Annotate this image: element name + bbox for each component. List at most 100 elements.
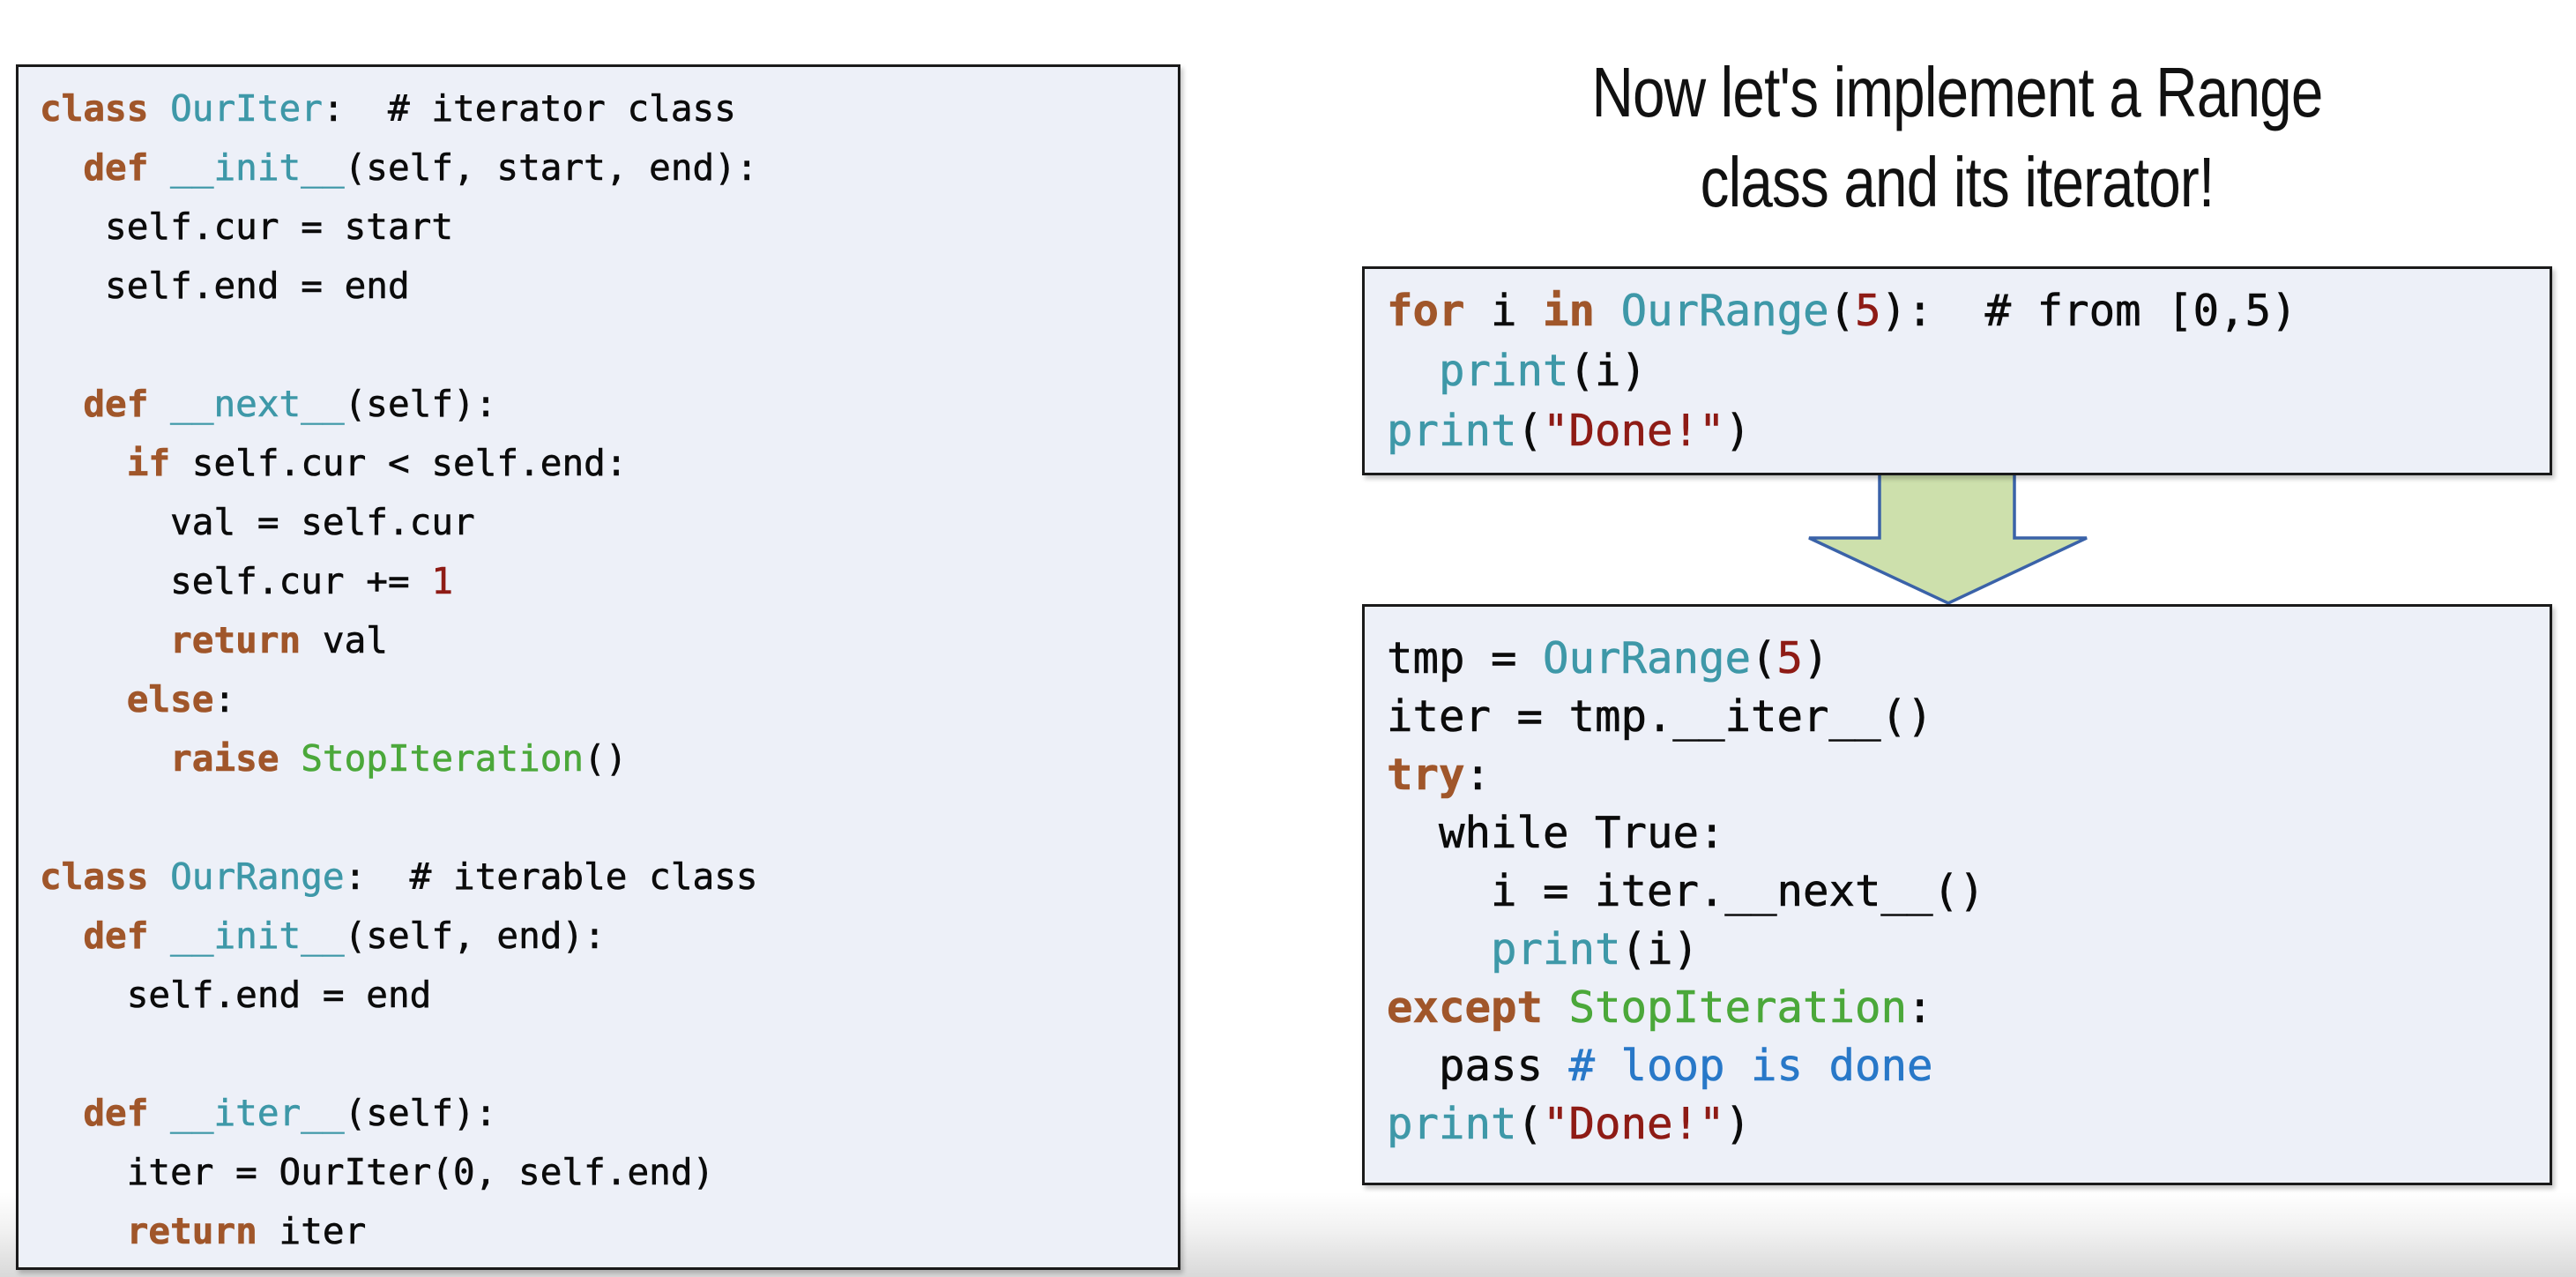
code-token: 5 <box>1776 633 1804 684</box>
code-token <box>148 383 170 425</box>
code-token: ( <box>1828 286 1856 337</box>
code-token <box>1595 286 1621 336</box>
code-token: ) <box>1724 406 1752 457</box>
code-token: __init__ <box>170 915 345 958</box>
code-token: ) <box>1803 633 1829 684</box>
code-line: print("Done!") <box>1387 1095 2539 1154</box>
code-token <box>40 383 83 425</box>
code-token: 1 <box>431 560 454 603</box>
code-line: iter = OurIter(0, self.end) <box>40 1143 1167 1202</box>
code-token: try <box>1387 750 1465 801</box>
code-line: class OurRange: # iterable class <box>40 848 1167 907</box>
code-line: def __init__(self, start, end): <box>40 138 1167 198</box>
code-line: return iter <box>40 1202 1167 1261</box>
code-token: __iter__ <box>170 1092 345 1135</box>
code-token: ( <box>1516 1099 1544 1150</box>
code-line: print(i) <box>1387 341 2539 401</box>
code-token: i <box>1464 286 1544 337</box>
code-token <box>40 619 170 661</box>
code-line: except StopIteration: <box>1387 979 2539 1037</box>
code-token: self.end = end <box>40 974 432 1017</box>
code-line <box>40 1025 1167 1084</box>
code-token <box>148 146 170 189</box>
code-line: iter = tmp.__iter__() <box>1387 688 2539 746</box>
code-token: return <box>126 1210 257 1253</box>
code-line <box>40 316 1167 375</box>
code-token: self.end = end <box>40 265 410 308</box>
code-token: ): # from [0,5) <box>1880 286 2297 337</box>
code-token: ) <box>1724 1099 1752 1150</box>
code-token: OurIter <box>170 87 323 131</box>
code-line: self.cur += 1 <box>40 552 1167 611</box>
code-token <box>1387 346 1439 396</box>
code-token: except <box>1387 982 1544 1034</box>
code-line: return val <box>40 611 1167 670</box>
code-token: pass <box>1387 1041 1569 1092</box>
code-token: self.cur = start <box>40 205 454 249</box>
code-token: StopIteration <box>1568 982 1908 1034</box>
code-token: def <box>83 383 149 426</box>
code-token: print <box>1491 924 1621 975</box>
code-line <box>40 788 1167 848</box>
code-token: __next__ <box>170 383 345 426</box>
code-token: OurRange <box>1620 286 1829 337</box>
code-line: val = self.cur <box>40 493 1167 552</box>
title-line-2: class and its iterator! <box>1700 143 2215 221</box>
code-token <box>40 915 83 957</box>
code-token <box>148 1092 170 1134</box>
code-token <box>40 442 127 484</box>
code-token: ( <box>1516 406 1544 457</box>
code-token: () <box>584 737 628 780</box>
code-token: if <box>126 442 171 485</box>
code-line: def __init__(self, end): <box>40 907 1167 966</box>
code-token: else <box>126 678 214 721</box>
code-line: pass # loop is done <box>1387 1037 2539 1095</box>
code-token: val <box>301 619 389 662</box>
code-token: class <box>40 87 149 131</box>
code-token: print <box>1387 406 1517 457</box>
code-token: while True: <box>1387 808 1725 859</box>
code-token <box>148 855 170 898</box>
code-token: in <box>1543 286 1596 337</box>
code-token: (self, start, end): <box>344 146 758 190</box>
code-token: raise <box>170 737 279 780</box>
code-token <box>148 87 170 130</box>
code-token: for <box>1387 286 1465 337</box>
code-line: self.end = end <box>40 257 1167 316</box>
code-line: class OurIter: # iterator class <box>40 79 1167 138</box>
code-token: ( <box>1751 633 1777 684</box>
code-token: class <box>40 855 149 899</box>
code-token: : # iterable class <box>344 855 758 899</box>
slide-title: Now let's implement a Range class and it… <box>1362 48 2552 228</box>
code-line: while True: <box>1387 804 2539 863</box>
code-token: def <box>83 1092 149 1135</box>
code-token <box>40 737 170 780</box>
code-token: # loop is done <box>1568 1041 1933 1092</box>
code-line: raise StopIteration() <box>40 729 1167 788</box>
code-token: StopIteration <box>301 737 584 780</box>
code-token: iter <box>257 1210 367 1253</box>
code-token <box>1387 924 1491 975</box>
code-token: self.cur += <box>40 560 432 603</box>
code-line: else: <box>40 670 1167 729</box>
desugared-loop-code-panel: tmp = OurRange(5)iter = tmp.__iter__()tr… <box>1362 604 2552 1185</box>
code-token: "Done!" <box>1543 406 1725 457</box>
code-token: "Done!" <box>1543 1099 1725 1150</box>
code-token: return <box>170 619 302 662</box>
code-token <box>40 146 83 189</box>
code-line: self.cur = start <box>40 198 1167 257</box>
code-line: for i in OurRange(5): # from [0,5) <box>1387 281 2539 341</box>
code-token <box>1543 982 1569 1033</box>
code-line: print("Done!") <box>1387 401 2539 461</box>
code-token <box>40 1210 127 1252</box>
code-token: (self): <box>344 383 497 426</box>
code-token <box>40 678 127 721</box>
code-line: self.end = end <box>40 966 1167 1025</box>
code-token <box>279 737 302 780</box>
iterator-classes-code-panel: class OurIter: # iterator class def __in… <box>16 64 1180 1270</box>
code-line: try: <box>1387 746 2539 804</box>
code-token: tmp = <box>1387 633 1544 684</box>
title-line-1: Now let's implement a Range <box>1591 53 2324 131</box>
code-token: self.cur < self.end: <box>170 442 628 485</box>
code-line: tmp = OurRange(5) <box>1387 630 2539 688</box>
